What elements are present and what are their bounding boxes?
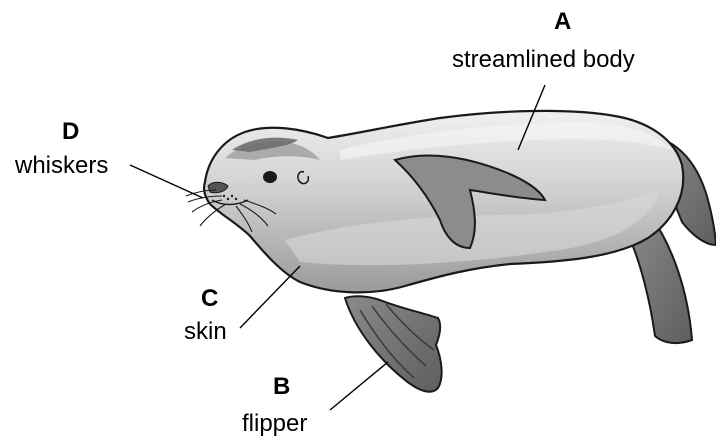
leader-line-d [130, 165, 203, 198]
label-d-text: whiskers [15, 152, 108, 180]
label-d-letter: D [62, 118, 79, 146]
leader-line-b [330, 362, 388, 410]
label-c-letter: C [201, 285, 218, 313]
label-a-letter: A [554, 8, 571, 36]
label-b-text: flipper [242, 410, 307, 438]
label-b-letter: B [273, 373, 290, 401]
eye [263, 171, 277, 183]
label-a-text: streamlined body [452, 46, 635, 74]
leader-line-c [240, 266, 300, 328]
label-c-text: skin [184, 318, 227, 346]
